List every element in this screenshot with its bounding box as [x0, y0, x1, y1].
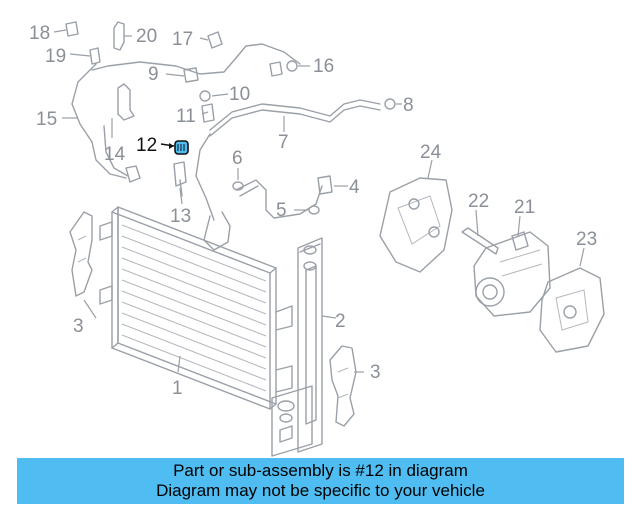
valve-11 [201, 103, 215, 123]
valve-19 [89, 47, 101, 65]
valve-9 [183, 67, 199, 83]
callout-16: 16 [313, 56, 334, 77]
leader-lines [53, 29, 585, 373]
compressor-mount [539, 267, 605, 353]
banner-line-1: Part or sub-assembly is #12 in diagram [173, 461, 468, 480]
callout-5: 5 [276, 200, 287, 221]
callout-2: 2 [335, 311, 346, 332]
callout-20: 20 [136, 26, 157, 47]
callout-22: 22 [468, 191, 489, 212]
valve-13 [173, 161, 187, 187]
callout-7: 7 [278, 132, 289, 153]
callout-10: 10 [229, 84, 250, 105]
callout-9: 9 [148, 64, 159, 85]
condenser [99, 206, 293, 410]
callout-1: 1 [172, 378, 183, 399]
cap-18 [65, 21, 79, 37]
oring-6 [232, 181, 244, 191]
oring-8 [384, 98, 396, 110]
receiver-drier [297, 237, 323, 453]
callout-14: 14 [104, 144, 126, 165]
cap-17 [207, 31, 223, 49]
callout-19: 19 [45, 46, 66, 67]
compressor-bracket [379, 177, 453, 273]
callout-21: 21 [514, 197, 535, 218]
callout-4: 4 [349, 177, 360, 198]
callout-3b: 3 [370, 362, 381, 383]
callout-8: 8 [403, 95, 414, 116]
callout-6: 6 [232, 148, 243, 169]
bracket-left [69, 211, 93, 297]
part-12-highlight [174, 140, 189, 155]
pipe-20 [113, 21, 125, 51]
banner-line-2: Diagram may not be specific to your vehi… [156, 481, 485, 500]
compressor [473, 231, 551, 317]
bracket-14 [117, 83, 135, 121]
info-banner: Part or sub-assembly is #12 in diagram D… [17, 458, 624, 504]
callout-15: 15 [36, 109, 57, 130]
bolt [461, 227, 499, 255]
callout-13: 13 [170, 206, 191, 227]
callout-17: 17 [172, 29, 193, 50]
callout-23: 23 [576, 229, 597, 250]
oring-5 [308, 205, 320, 215]
oring-16 [286, 60, 298, 72]
fitting-4 [317, 175, 333, 195]
fitting-16-a [269, 61, 283, 77]
callout-3a: 3 [73, 316, 84, 337]
callout-11: 11 [176, 106, 196, 127]
kit-box [271, 385, 313, 457]
oring-10 [199, 90, 211, 102]
callout-24: 24 [420, 142, 442, 163]
fitting-12-outline [125, 165, 141, 183]
callout-18: 18 [29, 23, 50, 44]
callout-12: 12 [136, 135, 157, 156]
bracket-right [329, 345, 357, 427]
